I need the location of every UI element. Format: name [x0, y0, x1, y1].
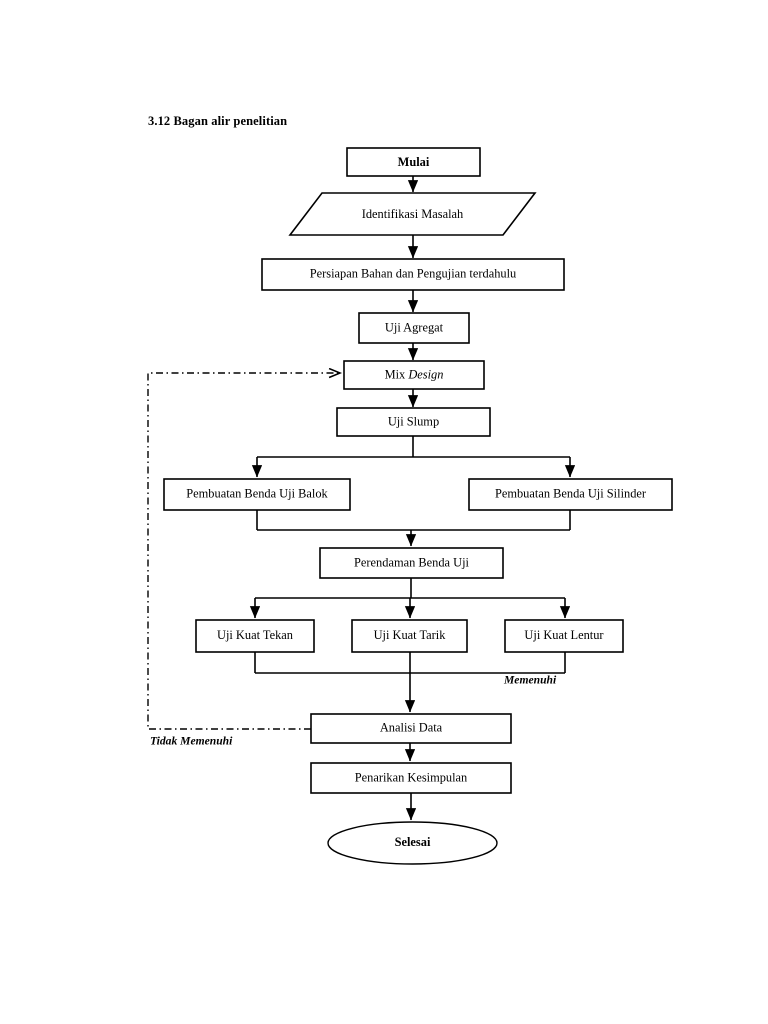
node-uji-kuat-tarik[interactable]: Uji Kuat Tarik	[351, 619, 468, 653]
node-perendaman-benda-uji-shape	[319, 547, 504, 579]
node-uji-kuat-lentur-shape	[504, 619, 624, 653]
node-analisi-data[interactable]: Analisi Data	[310, 713, 512, 744]
node-mulai[interactable]: Mulai	[346, 147, 481, 177]
node-penarikan-kesimpulan-shape	[310, 762, 512, 794]
node-layer: Mulai Identifikasi Masalah Persiapan Bah…	[163, 147, 673, 865]
node-perendaman-benda-uji-label: Perendaman Benda Uji	[354, 555, 469, 569]
edge-label-tidak-memenuhi: Tidak Memenuhi	[150, 735, 233, 748]
node-analisi-data-shape	[310, 713, 512, 744]
node-uji-kuat-tarik-shape	[351, 619, 468, 653]
node-mix-design-label: Mix Design	[385, 367, 444, 381]
edge-label-memenuhi: Memenuhi	[503, 674, 557, 687]
node-persiapan-bahan-label: Persiapan Bahan dan Pengujian terdahulu	[310, 266, 516, 280]
node-uji-kuat-tekan-label: Uji Kuat Tekan	[217, 628, 293, 642]
node-mix-design[interactable]: Mix Design	[343, 360, 485, 390]
page-title: 3.12 Bagan alir penelitian	[148, 114, 288, 128]
node-uji-kuat-lentur[interactable]: Uji Kuat Lentur	[504, 619, 624, 653]
node-identifikasi-masalah-shape	[288, 192, 537, 236]
node-uji-agregat-shape	[358, 312, 470, 344]
node-benda-uji-balok-label: Pembuatan Benda Uji Balok	[186, 486, 328, 500]
node-mix-design-label-plain: Mix	[385, 367, 409, 381]
node-mulai-label: Mulai	[398, 155, 430, 169]
node-benda-uji-silinder-label: Pembuatan Benda Uji Silinder	[495, 486, 647, 500]
node-penarikan-kesimpulan[interactable]: Penarikan Kesimpulan	[310, 762, 512, 794]
node-identifikasi-masalah-label: Identifikasi Masalah	[362, 207, 464, 221]
edge-label-layer: Memenuhi Tidak Memenuhi	[150, 674, 557, 748]
connector-layer	[147, 176, 576, 821]
node-benda-uji-balok-shape	[163, 478, 351, 511]
node-mix-design-shape	[343, 360, 485, 390]
node-perendaman-benda-uji[interactable]: Perendaman Benda Uji	[319, 547, 504, 579]
node-uji-kuat-tekan[interactable]: Uji Kuat Tekan	[195, 619, 315, 653]
node-selesai-shape	[327, 821, 498, 865]
node-persiapan-bahan-shape	[261, 258, 565, 291]
node-benda-uji-balok[interactable]: Pembuatan Benda Uji Balok	[163, 478, 351, 511]
node-persiapan-bahan[interactable]: Persiapan Bahan dan Pengujian terdahulu	[261, 258, 565, 291]
node-uji-kuat-tekan-shape	[195, 619, 315, 653]
node-identifikasi-masalah[interactable]: Identifikasi Masalah	[288, 192, 537, 236]
node-uji-agregat-label: Uji Agregat	[385, 320, 444, 334]
node-uji-kuat-lentur-label: Uji Kuat Lentur	[524, 628, 604, 642]
node-uji-slump[interactable]: Uji Slump	[336, 407, 491, 437]
node-penarikan-kesimpulan-label: Penarikan Kesimpulan	[355, 770, 468, 784]
node-benda-uji-silinder[interactable]: Pembuatan Benda Uji Silinder	[468, 478, 673, 511]
node-benda-uji-silinder-shape	[468, 478, 673, 511]
edge-analysis-feedback-to-mixdesign	[147, 373, 340, 730]
node-analisi-data-label: Analisi Data	[380, 720, 443, 734]
node-selesai-label: Selesai	[395, 835, 431, 849]
node-selesai[interactable]: Selesai	[327, 821, 498, 865]
node-uji-kuat-tarik-label: Uji Kuat Tarik	[374, 628, 447, 642]
node-uji-slump-label: Uji Slump	[388, 414, 439, 428]
node-mulai-shape	[346, 147, 481, 177]
node-uji-slump-shape	[336, 407, 491, 437]
node-mix-design-label-italic: Design	[407, 367, 443, 381]
node-uji-agregat[interactable]: Uji Agregat	[358, 312, 470, 344]
